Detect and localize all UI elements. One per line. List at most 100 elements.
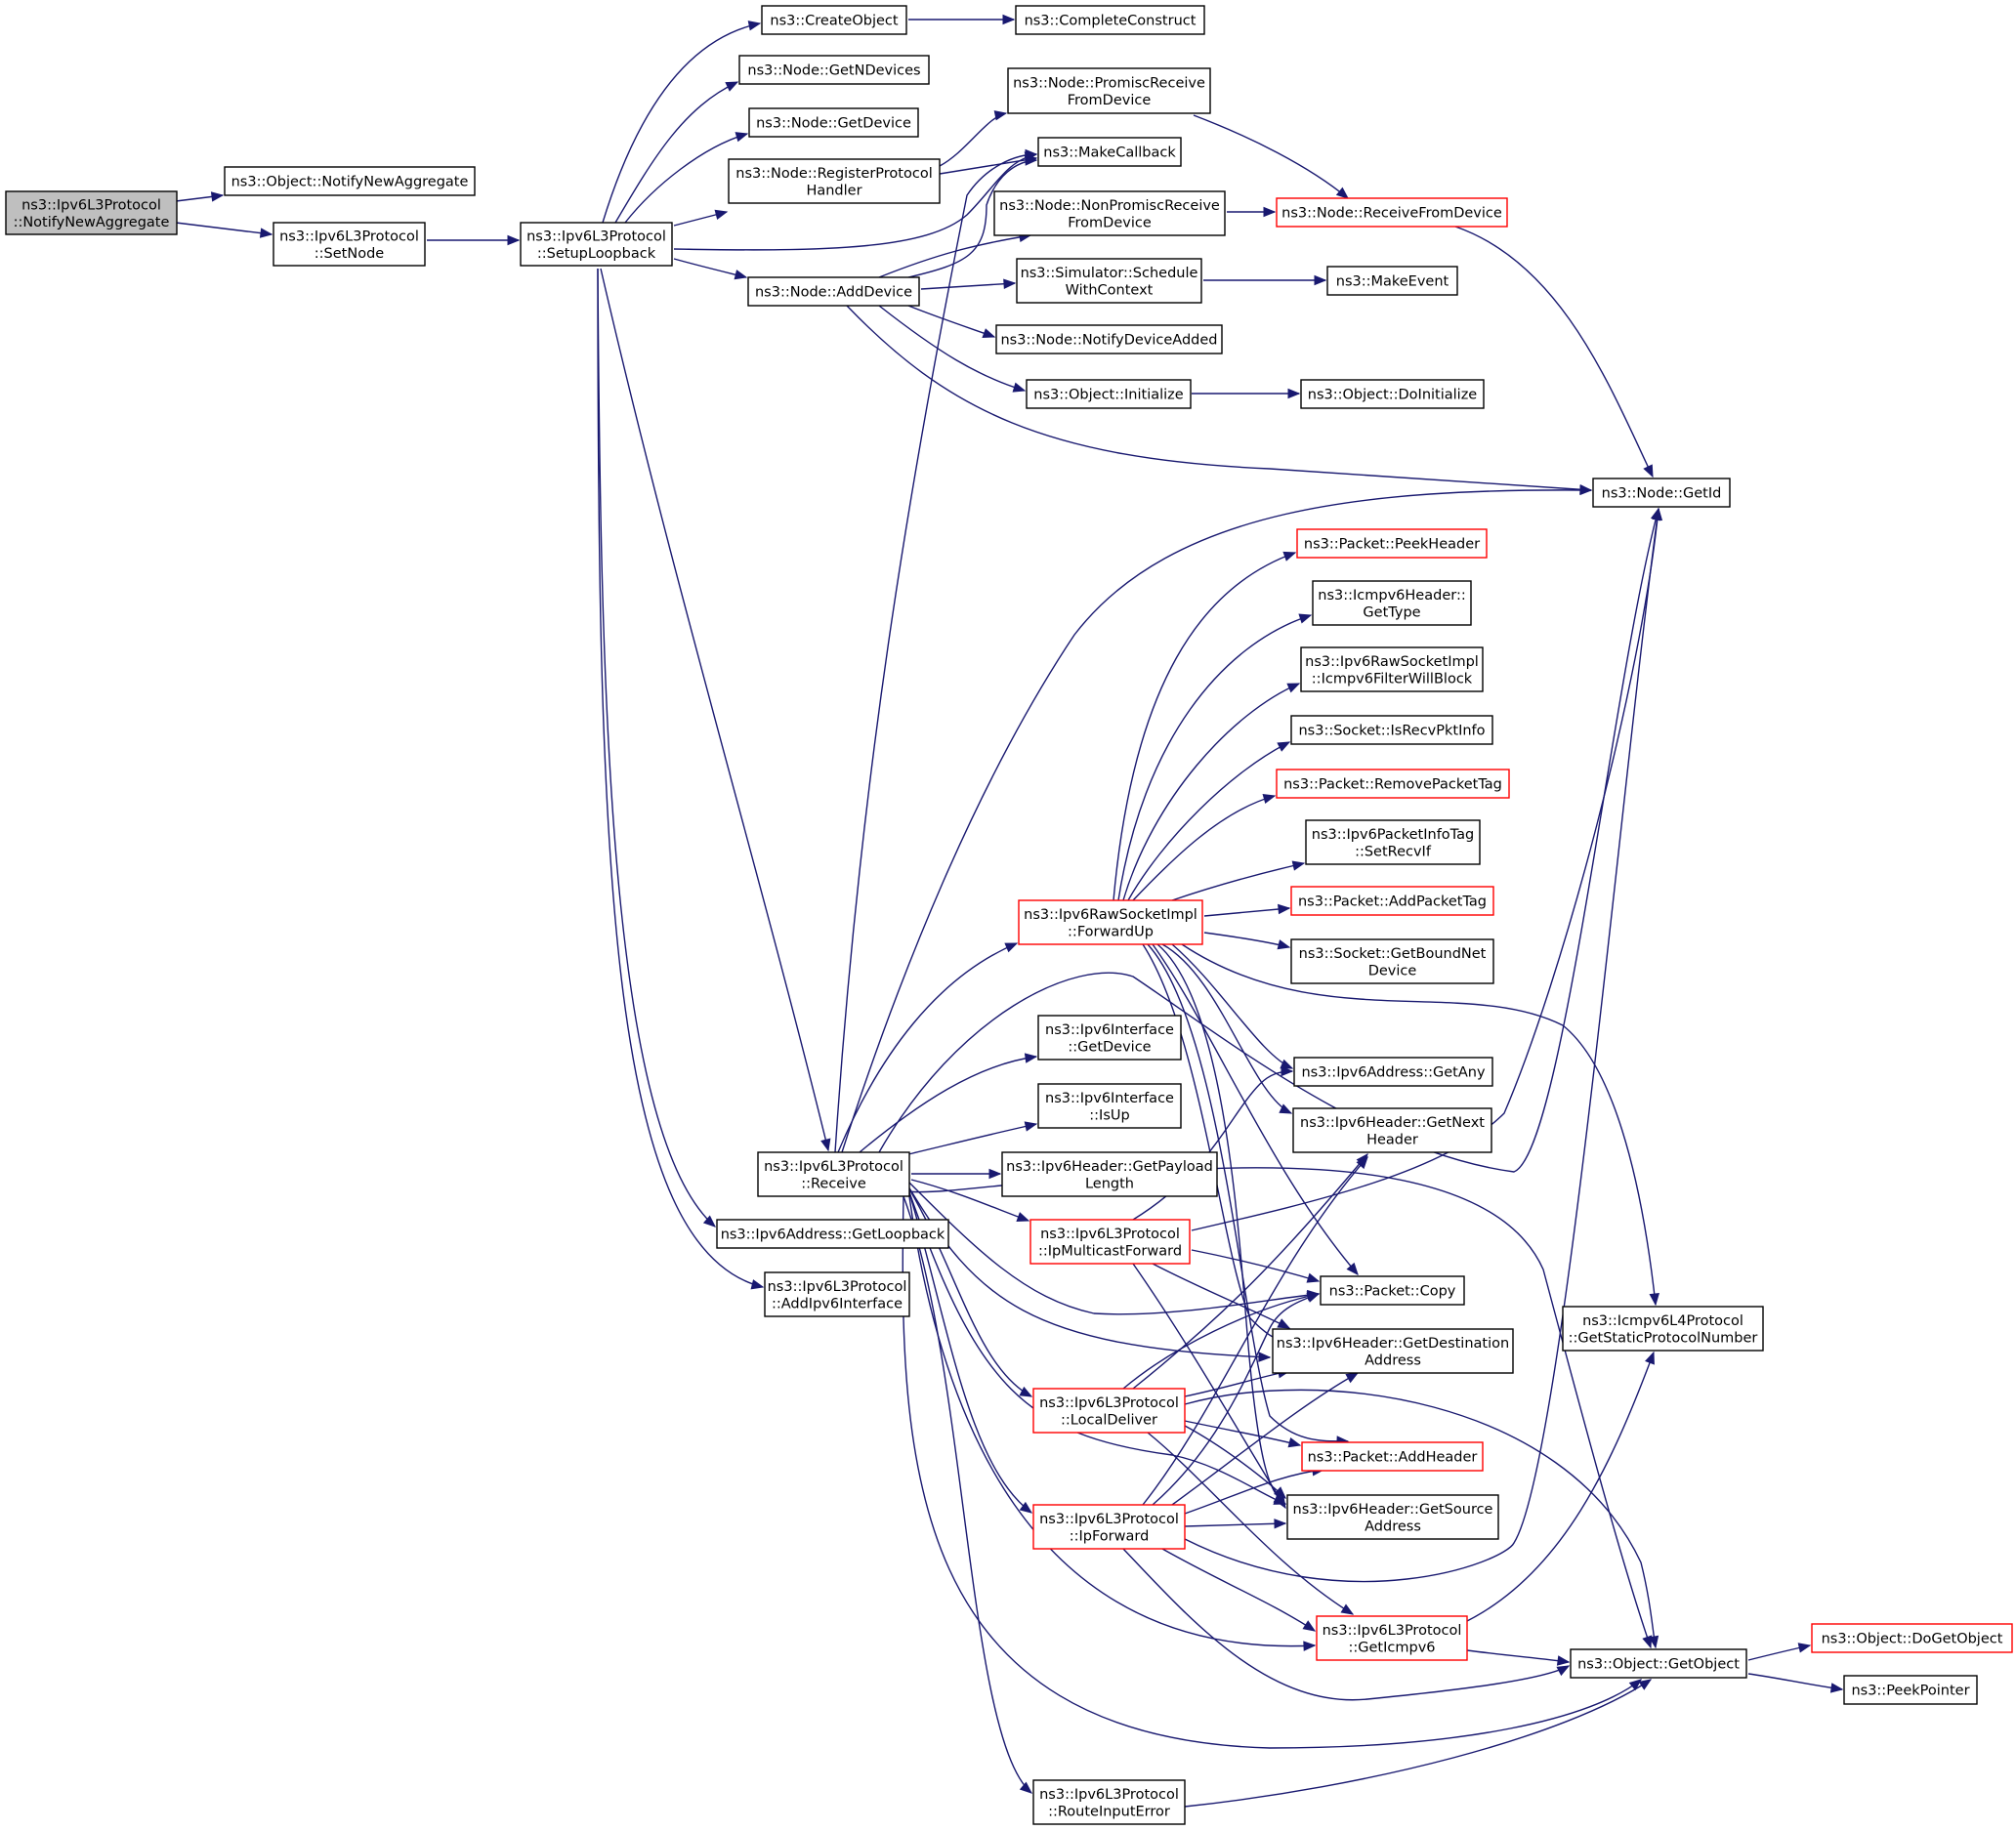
node-box [1007, 67, 1211, 114]
node-peekpointer[interactable]: ns3::PeekPointer [1843, 1675, 1978, 1705]
arrow-head-icon [747, 21, 762, 31]
node-setrecvif[interactable]: ns3::Ipv6PacketInfoTag::SetRecvIf [1305, 819, 1481, 865]
node-objinit[interactable]: ns3::Object::Initialize [1026, 379, 1192, 409]
node-isup[interactable]: ns3::Ipv6Interface::IsUp [1037, 1083, 1182, 1129]
node-label: ns3::Ipv6L3Protocol [1039, 1512, 1179, 1527]
node-receive[interactable]: ns3::Ipv6L3Protocol::Receive [757, 1151, 910, 1197]
node-isrecvpkt[interactable]: ns3::Socket::IsRecvPktInfo [1290, 715, 1493, 745]
node-setnode[interactable]: ns3::Ipv6L3Protocol::SetNode [273, 222, 426, 267]
node-getndevices[interactable]: ns3::Node::GetNDevices [738, 55, 930, 85]
node-notifydevadded[interactable]: ns3::Node::NotifyDeviceAdded [995, 324, 1223, 354]
node-peekheader[interactable]: ns3::Packet::PeekHeader [1296, 528, 1488, 559]
node-icmpgettype[interactable]: ns3::Icmpv6Header::GetType [1312, 580, 1472, 626]
node-removetag[interactable]: ns3::Packet::RemovePacketTag [1276, 769, 1510, 799]
node-box [1843, 1675, 1978, 1705]
node-addiface[interactable]: ns3::Ipv6L3Protocol::AddIpv6Interface [764, 1271, 910, 1317]
node-makecallback[interactable]: ns3::MakeCallback [1037, 137, 1182, 167]
node-createobj[interactable]: ns3::CreateObject [761, 5, 907, 35]
node-doinit[interactable]: ns3::Object::DoInitialize [1300, 379, 1485, 409]
call-edge-getobject-to-dogetobject [1747, 1643, 1812, 1661]
call-edge-localdeliver-to-addheader [1184, 1420, 1302, 1448]
call-edge-routeerr-to-getobject [1184, 1679, 1653, 1808]
node-addtag[interactable]: ns3::Packet::AddPacketTag [1290, 886, 1494, 916]
call-edge-ipforward-to-getid [1184, 507, 1662, 1583]
node-label: ::Icmpv6FilterWillBlock [1312, 671, 1473, 687]
node-staticproto[interactable]: ns3::Icmpv6L4Protocol::GetStaticProtocol… [1562, 1306, 1764, 1352]
node-getdevice[interactable]: ns3::Node::GetDevice [748, 107, 919, 138]
node-recvfromdev[interactable]: ns3::Node::ReceiveFromDevice [1276, 197, 1508, 228]
call-edge-promisc-to-recvfromdev [1193, 114, 1350, 199]
node-label: ns3::Packet::Copy [1329, 1284, 1456, 1300]
call-edge-setuploop-to-getloopback [597, 268, 716, 1228]
node-setuploop[interactable]: ns3::Ipv6L3Protocol::SetupLoopback [520, 222, 673, 267]
node-pktcopy[interactable]: ns3::Packet::Copy [1320, 1275, 1465, 1306]
arrow-head-icon [1298, 613, 1313, 624]
edge-line [920, 282, 1016, 290]
node-getany[interactable]: ns3::Ipv6Address::GetAny [1293, 1057, 1493, 1087]
node-forwardup[interactable]: ns3::Ipv6RawSocketImpl::ForwardUp [1018, 899, 1203, 945]
arrow-head-icon [820, 1138, 831, 1152]
call-edge-ipforward-to-getobject [1122, 1548, 1571, 1701]
node-makeevent[interactable]: ns3::MakeEvent [1326, 266, 1458, 296]
node-dogetobject[interactable]: ns3::Object::DoGetObject [1811, 1623, 2013, 1653]
node-label: ::GetIcmpv6 [1349, 1640, 1436, 1655]
node-label: ::RouteInputError [1048, 1804, 1170, 1819]
edge-line [602, 22, 761, 224]
node-localdeliver[interactable]: ns3::Ipv6L3Protocol::LocalDeliver [1032, 1388, 1186, 1434]
edge-line [859, 1056, 1037, 1153]
call-edge-forwardup-to-icmpgettype [1117, 613, 1313, 901]
node-getloopback[interactable]: ns3::Ipv6Address::GetLoopback [716, 1219, 949, 1249]
node-box [747, 276, 920, 307]
call-edge-forwardup-to-isrecvpkt [1127, 741, 1291, 901]
node-mcastfwd[interactable]: ns3::Ipv6L3Protocol::IpMulticastForward [1029, 1219, 1191, 1265]
arrow-head-icon [1649, 1293, 1659, 1307]
node-label: ns3::Ipv6Header::GetPayload [1006, 1159, 1213, 1175]
arrow-head-icon [993, 110, 1008, 121]
arrow-head-icon [1282, 551, 1297, 562]
node-obj_notify[interactable]: ns3::Object::NotifyNewAggregate [224, 166, 476, 196]
call-edge-forwardup-to-staticproto [1181, 943, 1659, 1307]
arrow-head-icon [1642, 1635, 1653, 1649]
node-completeconstruct[interactable]: ns3::CompleteConstruct [1015, 5, 1205, 35]
node-adddevice[interactable]: ns3::Node::AddDevice [747, 276, 920, 307]
node-filterblock[interactable]: ns3::Ipv6RawSocketImpl::Icmpv6FilterWill… [1300, 646, 1484, 692]
node-ipforward[interactable]: ns3::Ipv6L3Protocol::IpForward [1032, 1504, 1186, 1550]
call-edge-mcastfwd-to-getdest [1152, 1263, 1291, 1329]
call-edge-setuploop-to-regproto [673, 209, 729, 227]
node-addheader[interactable]: ns3::Packet::AddHeader [1301, 1441, 1484, 1472]
call-edge-adddevice-to-makecallback [907, 155, 1038, 278]
node-getid[interactable]: ns3::Node::GetId [1592, 478, 1731, 508]
arrow-head-icon [1012, 382, 1027, 393]
arrow-head-icon [1019, 1386, 1033, 1397]
edge-line [834, 153, 1037, 1153]
arrow-head-icon [1275, 1495, 1286, 1510]
call-edge-root-to-setnode [175, 222, 273, 238]
node-label: FromDevice [1068, 215, 1152, 230]
arrow-head-icon [1025, 155, 1038, 166]
edge-line [175, 222, 273, 235]
node-ifgetdevice[interactable]: ns3::Ipv6Interface::GetDevice [1037, 1015, 1182, 1061]
edge-line [1171, 943, 1293, 1069]
edge-line [907, 1167, 1652, 1648]
node-label: ns3::Ipv6Header::GetNext [1300, 1115, 1485, 1131]
node-label: ns3::Packet::RemovePacketTag [1283, 777, 1502, 793]
node-box [273, 222, 426, 267]
edge-line [1152, 1293, 1320, 1506]
node-geticmpv6[interactable]: ns3::Ipv6L3Protocol::GetIcmpv6 [1316, 1615, 1468, 1661]
node-label: ns3::Ipv6Interface [1045, 1022, 1174, 1038]
node-routeerr[interactable]: ns3::Ipv6L3Protocol::RouteInputError [1032, 1779, 1186, 1825]
node-root[interactable]: ns3::Ipv6L3Protocol::NotifyNewAggregate [5, 190, 178, 235]
node-label: ::Receive [801, 1176, 866, 1191]
arrow-head-icon [1281, 1065, 1294, 1077]
edge-line [1184, 508, 1659, 1583]
node-getobject[interactable]: ns3::Object::GetObject [1570, 1648, 1747, 1679]
